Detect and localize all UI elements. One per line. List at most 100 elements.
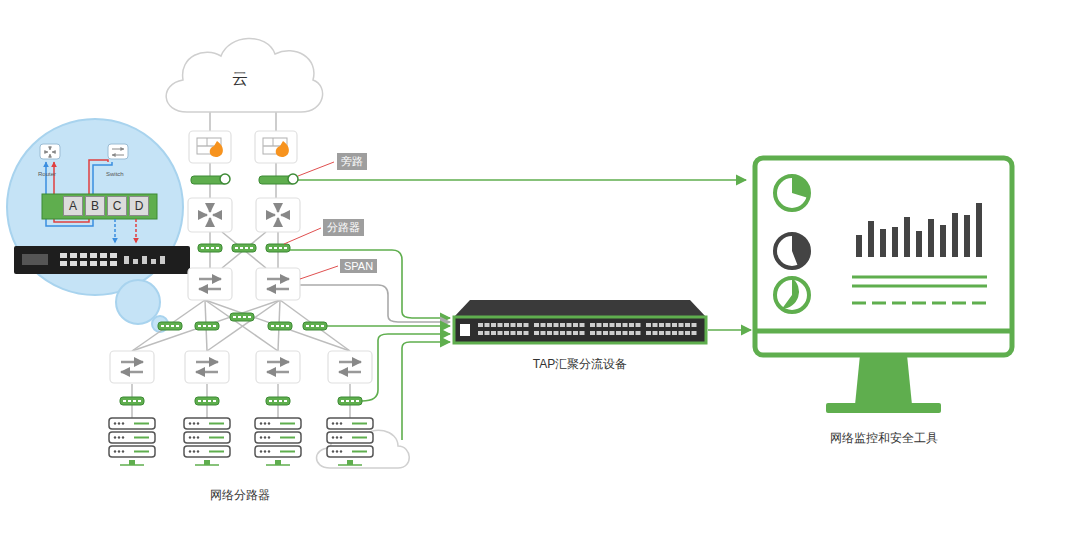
- server-led: [122, 436, 124, 438]
- mini-router-icon: [40, 144, 60, 159]
- span-feed: [300, 285, 450, 322]
- switch-arrow: [267, 361, 289, 364]
- server-led: [268, 450, 270, 452]
- server-led: [114, 422, 116, 424]
- server-led: [336, 450, 338, 452]
- bar: [880, 229, 886, 257]
- list-line: [852, 285, 987, 288]
- callout-label: 旁路: [337, 153, 367, 170]
- switch-icon: [256, 351, 300, 383]
- tap-port: [284, 400, 287, 402]
- mini-router-arrow: [52, 152, 56, 153]
- server-slot: [280, 451, 295, 453]
- server-led: [332, 422, 334, 424]
- switch-arrow: [199, 288, 221, 291]
- device-port: [610, 323, 615, 327]
- server-led: [268, 422, 270, 424]
- bar: [856, 235, 862, 257]
- device-port: [672, 323, 677, 327]
- network-tap: [338, 397, 362, 405]
- server-led: [197, 422, 199, 424]
- appliance-port: [90, 261, 97, 266]
- server-slot: [280, 437, 295, 439]
- tap-port: [211, 247, 214, 249]
- network-tap: [195, 397, 219, 405]
- node-text: D: [135, 199, 144, 213]
- device-port: [554, 331, 559, 335]
- tap-port: [306, 325, 309, 327]
- bypass-feed: [297, 179, 746, 181]
- server-led: [189, 436, 191, 438]
- firewall-bricks: [207, 138, 208, 146]
- tap-port: [316, 325, 319, 327]
- network-link: [205, 300, 278, 351]
- server-led: [193, 422, 195, 424]
- device-top: [454, 300, 706, 317]
- tap-port: [133, 400, 136, 402]
- bar: [904, 217, 910, 257]
- router-arrow: [267, 214, 275, 217]
- server-led: [193, 436, 195, 438]
- switch-arrow: [267, 288, 289, 291]
- node-text: B: [91, 199, 99, 213]
- router-arrow: [277, 218, 280, 226]
- pie-chart: [775, 234, 809, 268]
- callout-label: SPAN: [340, 259, 377, 273]
- tap-feed: [327, 325, 450, 327]
- thought-bubble: [116, 280, 160, 324]
- device-port: [692, 331, 697, 335]
- group-caption-box: 网络分路器: [210, 485, 270, 504]
- tap-port: [213, 325, 216, 327]
- firewall-bricks: [273, 138, 274, 146]
- device-port: [534, 331, 539, 335]
- callout-label-box: 分路器: [323, 217, 364, 236]
- firewall-icon: [189, 131, 231, 163]
- server-slot: [134, 437, 149, 439]
- device-caption: Switch: [106, 171, 124, 177]
- aggregation-device: TAP汇聚分流设备: [452, 315, 708, 371]
- appliance-port: [90, 253, 97, 258]
- server-led: [118, 436, 120, 438]
- device-caption-box: Router: [38, 162, 56, 180]
- server-led: [122, 450, 124, 452]
- server-slot: [134, 423, 149, 425]
- appliance-port: [60, 253, 67, 258]
- tap-port: [250, 247, 253, 249]
- appliance-led: [151, 259, 156, 264]
- mini-router-arrow: [50, 154, 51, 158]
- network-link: [132, 300, 280, 351]
- device-port: [603, 331, 608, 335]
- server-led: [189, 450, 191, 452]
- tap-port: [171, 325, 174, 327]
- device-port: [685, 331, 690, 335]
- server-led: [340, 422, 342, 424]
- server-unit: [109, 432, 155, 443]
- device-port: [653, 331, 658, 335]
- server-unit: [255, 432, 301, 443]
- device-port: [623, 323, 628, 327]
- mini-switch-arrow: [112, 149, 124, 150]
- tap-port: [245, 247, 248, 249]
- server-led: [197, 450, 199, 452]
- server-slot: [209, 423, 224, 425]
- server-led: [336, 422, 338, 424]
- device-port: [636, 323, 641, 327]
- network-link: [132, 300, 205, 351]
- monitor-out-red: [135, 219, 137, 243]
- cloud-outline: [166, 38, 322, 112]
- network-tap: [198, 244, 222, 252]
- tap-port: [341, 400, 344, 402]
- appliance-port: [110, 253, 117, 258]
- tap-port: [208, 325, 211, 327]
- device-port: [498, 331, 503, 335]
- device-port: [672, 331, 677, 335]
- screen: [755, 158, 1012, 355]
- switch-arrow: [121, 371, 143, 374]
- pie-chart: [775, 278, 809, 312]
- device-port: [524, 323, 529, 327]
- device-port: [554, 323, 559, 327]
- callout-label-box: SPAN: [340, 256, 377, 274]
- device-port: [541, 331, 546, 335]
- device-port: [498, 323, 503, 327]
- switch-arrow: [339, 361, 361, 364]
